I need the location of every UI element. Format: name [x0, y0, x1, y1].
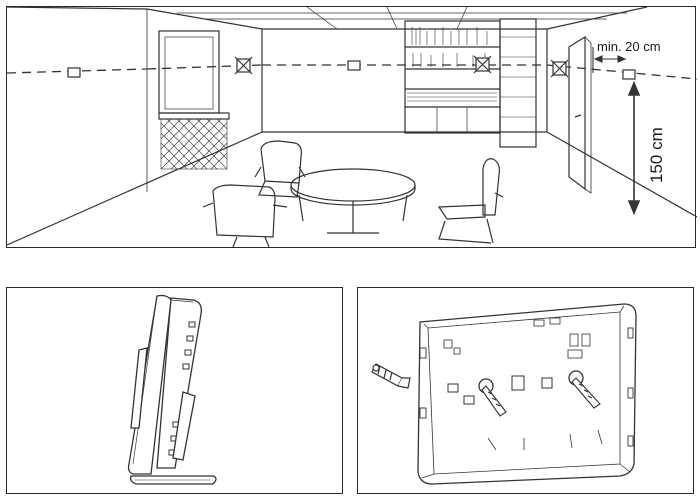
- round-table: [290, 168, 416, 234]
- side-notches: [419, 327, 634, 447]
- radiator: [160, 118, 228, 170]
- height-label: 150 cm: [647, 127, 666, 183]
- wall-plug-icon: [371, 363, 411, 389]
- mounting-slots: [447, 375, 603, 451]
- stand-view-panel: [6, 287, 343, 494]
- room-scene-illustration: min. 20 cm 150 cm: [7, 7, 697, 248]
- side-buttons: [168, 321, 196, 456]
- chair-back-left: [254, 140, 306, 198]
- wall-mounting-bracket: [371, 303, 637, 485]
- screw-icon: [481, 377, 601, 417]
- chair-front-left: [202, 184, 288, 248]
- height-dimension-arrow: [627, 80, 641, 216]
- ceiling-left-edge: [7, 7, 648, 30]
- left-floor-edge: [7, 131, 263, 246]
- desk-stand-side-view: [127, 294, 217, 485]
- stand-leg: [172, 391, 196, 461]
- device-body: [127, 294, 172, 475]
- rectangle-marker-icon: [67, 60, 636, 80]
- min-distance-label: min. 20 cm: [597, 39, 661, 54]
- wall-bracket-panel: [357, 287, 694, 494]
- room-scene-panel: min. 20 cm 150 cm: [6, 6, 697, 248]
- door: [568, 35, 592, 194]
- right-floor-edge: [546, 131, 697, 218]
- top-clips: [443, 317, 591, 359]
- left-window: [158, 30, 220, 114]
- crossed-box-icon: [234, 55, 569, 78]
- bookshelf: [404, 18, 537, 148]
- chair-right: [437, 158, 504, 244]
- min-distance-dimension: [592, 47, 627, 73]
